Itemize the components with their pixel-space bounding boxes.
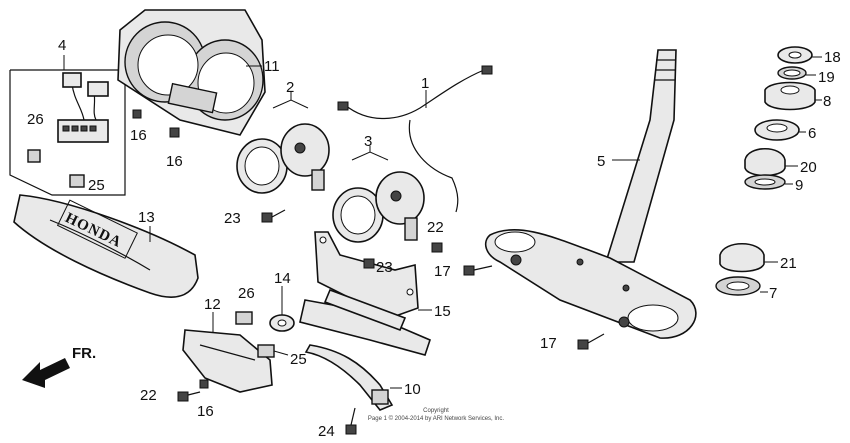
copyright-notice: Copyright Page 1 © 2004-2014 by ARI Netw… (368, 408, 504, 422)
callout-4: 4 (58, 37, 66, 54)
callout-3: 3 (364, 133, 372, 150)
callout-25-a: 25 (88, 177, 105, 194)
lower-stay (299, 288, 431, 411)
lower-bearings (715, 243, 778, 296)
front-direction-arrow: FR. (22, 345, 96, 388)
callout-22-a: 22 (427, 219, 444, 236)
callout-15: 15 (434, 303, 451, 320)
copyright-line: Page 1 © 2004-2014 by ARI Network Servic… (368, 415, 504, 422)
bearing-stack (744, 46, 822, 190)
callout-26-a: 26 (27, 111, 44, 128)
small-bolts-16 (132, 109, 209, 389)
callout-5: 5 (597, 153, 605, 170)
callout-16-c: 16 (197, 403, 214, 420)
callout-25-b: 25 (290, 351, 307, 368)
callout-17-b: 17 (540, 335, 557, 352)
callout-18: 18 (824, 49, 841, 66)
callout-1: 1 (421, 75, 429, 92)
horn-2 (236, 92, 330, 194)
callout-16-b: 16 (166, 153, 183, 170)
callout-numbers: 1 2 3 4 5 6 7 8 9 10 11 12 13 14 15 16 1… (27, 37, 841, 440)
callout-10: 10 (404, 381, 421, 398)
callout-21: 21 (780, 255, 797, 272)
callout-7: 7 (769, 285, 777, 302)
copyright-title: Copyright (423, 408, 449, 414)
callout-14: 14 (274, 270, 291, 287)
callout-26-b: 26 (238, 285, 255, 302)
lower-cover (182, 312, 273, 393)
front-label: FR. (72, 345, 96, 362)
callout-11: 11 (264, 58, 280, 75)
callout-20: 20 (800, 159, 817, 176)
callout-6: 6 (808, 125, 816, 142)
emblem-cover: HONDA (13, 194, 199, 298)
bolts (177, 209, 605, 435)
callout-19: 19 (818, 69, 835, 86)
callout-17-a: 17 (434, 263, 451, 280)
callout-12: 12 (204, 296, 221, 313)
callout-23-b: 23 (376, 259, 393, 276)
callout-24: 24 (318, 423, 335, 440)
horn-3 (332, 146, 425, 243)
callout-9: 9 (795, 177, 803, 194)
callout-13: 13 (138, 209, 155, 226)
callout-22-b: 22 (140, 387, 157, 404)
callout-2: 2 (286, 79, 294, 96)
callout-16-a: 16 (130, 127, 147, 144)
callout-23-a: 23 (224, 210, 241, 227)
callout-8: 8 (823, 93, 831, 110)
connector-group (9, 55, 126, 196)
small-parts (235, 286, 295, 358)
meter-housing (117, 9, 266, 136)
steering-stem (484, 49, 697, 339)
wire-harness (337, 65, 493, 213)
